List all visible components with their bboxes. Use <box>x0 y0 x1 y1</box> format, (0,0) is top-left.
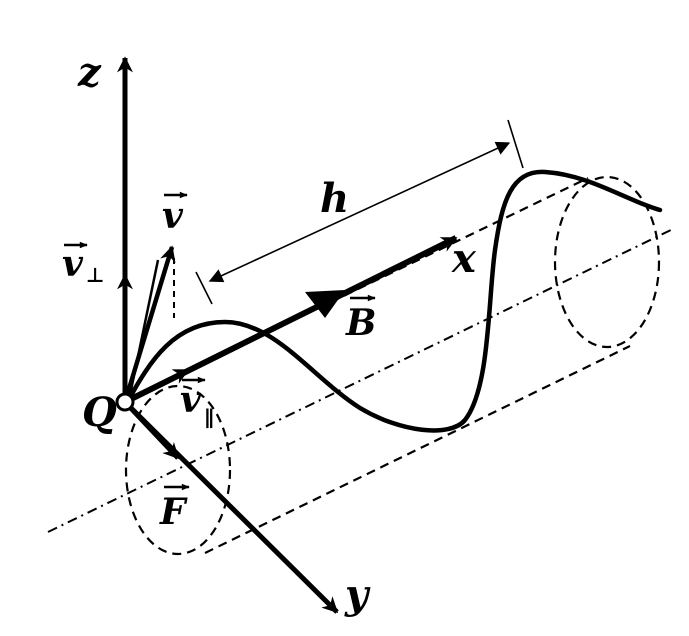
v-vector <box>122 245 176 403</box>
v-perp-label-subscript: ⊥ <box>86 263 104 287</box>
cylinder-back-ellipse <box>553 175 661 349</box>
q-label: Q <box>82 389 117 436</box>
v-vector-aux <box>128 259 160 396</box>
force-vector <box>123 400 180 460</box>
pitch-dimension <box>195 119 524 305</box>
b-label-text: B <box>345 302 376 344</box>
f-label-text: F <box>159 491 188 533</box>
b-label: B <box>345 294 376 344</box>
b-arrowhead <box>305 290 345 318</box>
y-axis-label: y <box>344 571 371 618</box>
particle-q <box>115 392 135 412</box>
pitch-label: h <box>320 175 349 222</box>
pitch-tick-right <box>507 119 524 169</box>
helix-trajectory <box>124 169 663 433</box>
v-label-text: v <box>162 195 184 237</box>
cylinder-front-ellipse <box>124 384 232 556</box>
field-axis <box>47 227 676 533</box>
cylinder-bottom-edge <box>204 345 631 554</box>
v-label: v <box>162 191 188 237</box>
f-label: F <box>159 483 190 533</box>
x-axis-label: x <box>451 235 477 282</box>
v-parallel-label-subscript: ∥ <box>204 405 214 429</box>
v-parallel-label-text: v <box>180 379 202 421</box>
z-axis-label: z <box>77 49 102 96</box>
v-perp-label: v ⊥ <box>62 241 104 287</box>
v-perp-label-text: v <box>62 243 84 285</box>
pitch-arrow <box>208 141 511 283</box>
v-parallel-label: v ∥ <box>180 376 214 429</box>
pitch-tick-left <box>195 271 213 305</box>
v-parallel-vector <box>124 368 190 404</box>
